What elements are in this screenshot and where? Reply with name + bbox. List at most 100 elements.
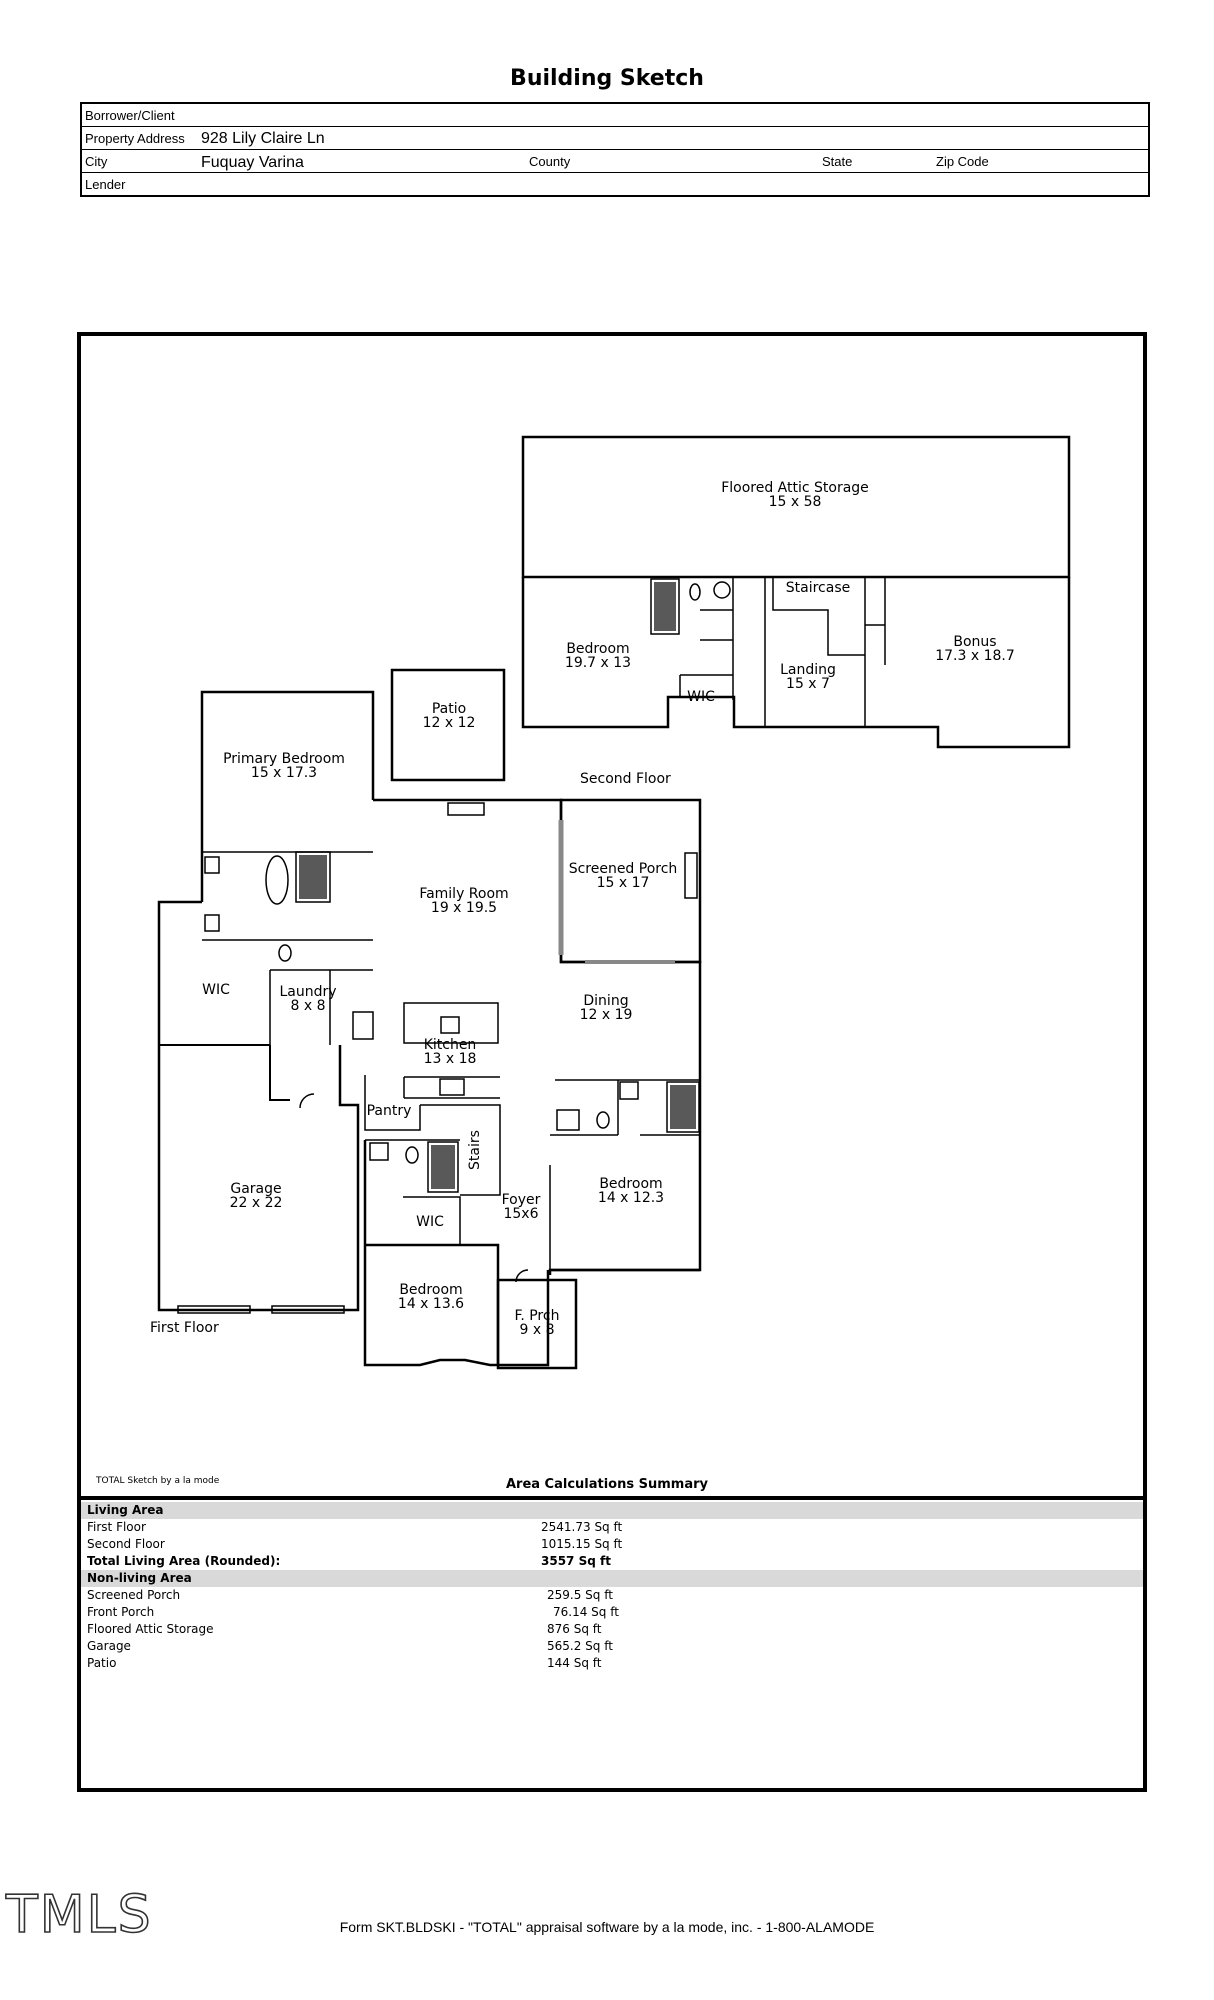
summary-label: Floored Attic Storage: [87, 1622, 214, 1636]
svg-text:Floored Attic Storage: Floored Attic Storage: [721, 480, 869, 496]
room-landing-name: Landing: [780, 662, 836, 678]
address-value: 928 Lily Claire Ln: [201, 130, 325, 147]
tmls-logo: TMLS: [5, 1884, 153, 1946]
wall-front-porch: [496, 1278, 578, 1370]
svg-text:Bedroom: Bedroom: [399, 1282, 462, 1298]
room-garage-name: Garage: [230, 1181, 281, 1197]
summary-label: Screened Porch: [87, 1588, 181, 1602]
sketch-frame: [77, 332, 1147, 1792]
svg-text:F. Prch: F. Prch: [515, 1308, 560, 1324]
kitchen-island: [403, 1002, 499, 1044]
room-bonus-name: Bonus: [953, 634, 996, 650]
svg-text:Screened Porch: Screened Porch: [569, 861, 678, 877]
svg-text:Foyer: Foyer: [502, 1192, 541, 1208]
room-bedroom-up-dims: 19.7 x 13: [565, 655, 631, 671]
svg-text:Staircase: Staircase: [786, 580, 850, 596]
room-stairs-name: Stairs: [467, 1130, 483, 1170]
svg-text:22 x 22: 22 x 22: [230, 1195, 283, 1211]
summary-value: 2541.73 Sq ft: [541, 1520, 623, 1534]
nonliving-area-heading: Non-living Area: [81, 1570, 1143, 1587]
svg-text:8 x 8: 8 x 8: [291, 998, 326, 1014]
wall-primary-wing: [200, 690, 375, 802]
tub-primary: [265, 855, 289, 905]
room-laundry-name: Laundry: [279, 984, 336, 1000]
form-footer: Form SKT.BLDSKI - "TOTAL" appraisal soft…: [339, 1919, 875, 1935]
room-kitchen-name: Kitchen: [424, 1037, 477, 1053]
svg-text:14 x 12.3: 14 x 12.3: [598, 1190, 664, 1206]
summary-label: Total Living Area (Rounded):: [87, 1554, 281, 1568]
svg-text:Bedroom: Bedroom: [566, 641, 629, 657]
wall-patio: [390, 668, 506, 782]
address-label: Property Address: [85, 131, 185, 146]
summary-row-front-porch: Front Porch 76.14 Sq ft: [81, 1604, 1143, 1621]
floor-plan: Floored Attic Storage 15 x 58 Bedroom 19…: [150, 435, 1071, 1370]
property-header-table: Borrower/Client Property Address 928 Lil…: [80, 102, 1150, 197]
room-bedroom-right-name: Bedroom: [599, 1176, 662, 1192]
wall-wic-garage: [157, 900, 360, 1312]
summary-divider: [79, 1496, 1145, 1500]
svg-text:9 x 8: 9 x 8: [520, 1322, 555, 1338]
summary-label: Second Floor: [87, 1537, 165, 1551]
room-primary-bedroom-name: Primary Bedroom: [223, 751, 345, 767]
summary-value: 3557 Sq ft: [541, 1554, 611, 1568]
svg-text:Garage: Garage: [230, 1181, 281, 1197]
room-wic-lower-name: WIC: [416, 1214, 444, 1230]
room-front-porch-name: F. Prch: [515, 1308, 560, 1324]
summary-row-second-floor: Second Floor 1015.15 Sq ft: [81, 1536, 1143, 1553]
shower-up: [650, 578, 680, 635]
room-attic-name: Floored Attic Storage: [721, 480, 869, 496]
room-laundry-dims: 8 x 8: [291, 998, 326, 1014]
svg-text:WIC: WIC: [687, 689, 715, 705]
summary-row-screened-porch: Screened Porch 259.5 Sq ft: [81, 1587, 1143, 1604]
fireplace: [447, 802, 485, 816]
floor-label-second: Second Floor: [580, 771, 671, 787]
sketch-credit: TOTAL Sketch by a la mode: [96, 1476, 220, 1486]
borrower-row: Borrower/Client: [82, 104, 1148, 127]
city-value: Fuquay Varina: [201, 154, 304, 171]
svg-text:19.7 x 13: 19.7 x 13: [565, 655, 631, 671]
svg-text:15 x 17: 15 x 17: [597, 875, 650, 891]
summary-label: Front Porch: [87, 1605, 155, 1619]
room-wic-up-name: WIC: [687, 689, 715, 705]
summary-row-patio: Patio 144 Sq ft: [81, 1655, 1143, 1672]
room-bedroom-lower-name: Bedroom: [399, 1282, 462, 1298]
room-family-room-name: Family Room: [419, 886, 508, 902]
room-staircase-name: Staircase: [786, 580, 850, 596]
lender-label: Lender: [85, 177, 126, 192]
summary-title: Area Calculations Summary: [505, 1477, 709, 1492]
svg-text:Family Room: Family Room: [419, 886, 508, 902]
svg-text:15 x 17.3: 15 x 17.3: [251, 765, 317, 781]
summary-value: 76.14 Sq ft: [553, 1605, 619, 1619]
svg-text:12 x 19: 12 x 19: [580, 1007, 633, 1023]
room-screened-porch-dims: 15 x 17: [597, 875, 650, 891]
svg-text:17.3 x 18.7: 17.3 x 18.7: [935, 648, 1015, 664]
shower-right: [666, 1081, 700, 1133]
wall-attic: [521, 435, 1071, 579]
room-kitchen-dims: 13 x 18: [424, 1051, 477, 1067]
svg-text:14 x 13.6: 14 x 13.6: [398, 1296, 464, 1312]
summary-row-attic: Floored Attic Storage 876 Sq ft: [81, 1621, 1143, 1638]
room-foyer-name: Foyer: [502, 1192, 541, 1208]
room-primary-bedroom-dims: 15 x 17.3: [251, 765, 317, 781]
wall-second-floor-outline: [521, 577, 1071, 749]
room-patio-name: Patio: [432, 701, 466, 717]
svg-text:Second Floor: Second Floor: [580, 771, 671, 787]
svg-text:12 x 12: 12 x 12: [423, 715, 476, 731]
city-label: City: [85, 154, 108, 169]
svg-text:Primary Bedroom: Primary Bedroom: [223, 751, 345, 767]
lender-row: Lender: [82, 173, 1148, 195]
summary-row-first-floor: First Floor 2541.73 Sq ft: [81, 1519, 1143, 1536]
room-patio-dims: 12 x 12: [423, 715, 476, 731]
floor-label-first: First Floor: [150, 1320, 219, 1336]
city-row: City Fuquay Varina County State Zip Code: [82, 150, 1148, 173]
state-label: State: [822, 154, 853, 169]
room-screened-porch-name: Screened Porch: [569, 861, 678, 877]
summary-value: 876 Sq ft: [547, 1622, 602, 1636]
room-bonus-dims: 17.3 x 18.7: [935, 648, 1015, 664]
room-wic-primary-name: WIC: [202, 982, 230, 998]
room-landing-dims: 15 x 7: [786, 676, 830, 692]
shower-primary: [295, 851, 331, 903]
room-bedroom-up-name: Bedroom: [566, 641, 629, 657]
summary-value: 1015.15 Sq ft: [541, 1537, 623, 1551]
svg-text:13 x 18: 13 x 18: [424, 1051, 477, 1067]
